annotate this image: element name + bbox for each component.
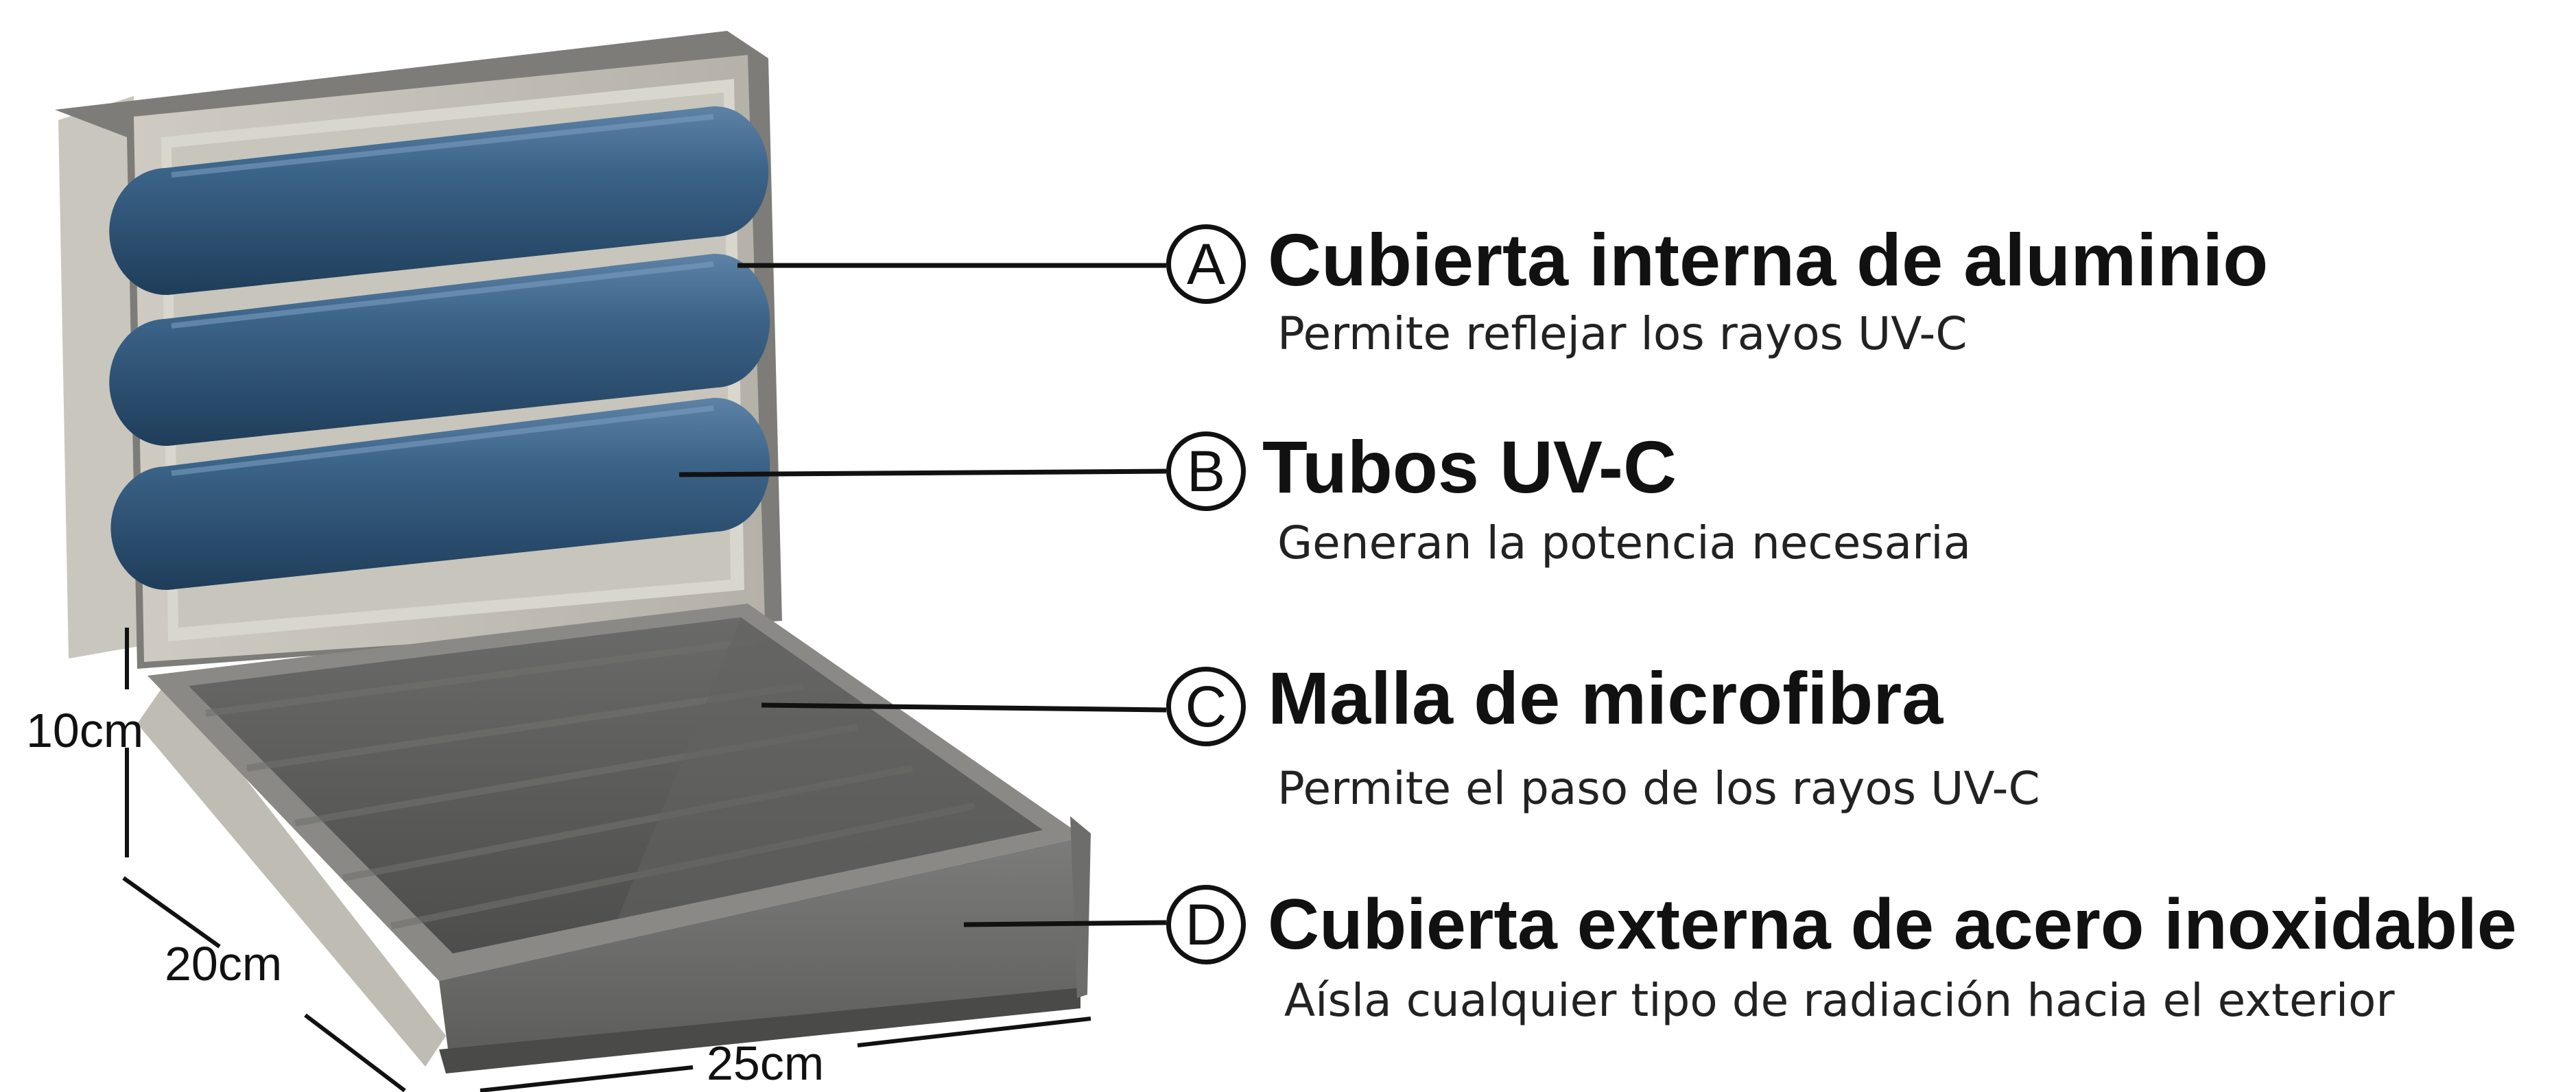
- leader-line-b: [678, 468, 1167, 477]
- dimension-width: 25cm: [707, 1036, 825, 1090]
- base: [137, 604, 1091, 1073]
- dim-line-depth-bottom: [304, 1013, 406, 1092]
- badge-d: D: [1166, 885, 1246, 964]
- dimension-lines: [122, 628, 1091, 1092]
- uv-tube-bottom: [110, 397, 770, 591]
- badge-a: A: [1166, 224, 1246, 304]
- uv-tube-top: [109, 106, 769, 296]
- leader-line-c: [761, 702, 1167, 713]
- badge-b: B: [1166, 431, 1246, 511]
- dim-line-width-left: [480, 1065, 694, 1092]
- dimension-height: 10cm: [26, 704, 144, 757]
- component-d-description: Aísla cualquier tipo de radiación hacia …: [1284, 974, 2395, 1027]
- mesh-pyramid-face: [617, 617, 1043, 919]
- uv-tubes: [109, 106, 770, 591]
- component-c-description: Permite el paso de los rayos UV-C: [1277, 762, 2040, 815]
- badge-c: C: [1166, 667, 1246, 746]
- stainless-bottom-edge: [439, 988, 1080, 1073]
- component-b-title: Tubos UV-C: [1262, 425, 1677, 508]
- base-right-corner: [1070, 816, 1091, 998]
- dimension-depth: 20cm: [165, 937, 283, 990]
- component-d-title: Cubierta externa de acero inoxidable: [1268, 885, 2517, 964]
- mesh-ridge-1: [205, 638, 755, 717]
- dim-line-depth-top: [122, 876, 221, 949]
- uv-tube-middle: [109, 253, 770, 447]
- component-a-description: Permite reflejar los rayos UV-C: [1277, 307, 1968, 360]
- component-b-description: Generan la potencia necesaria: [1277, 517, 1972, 569]
- component-c-title: Malla de microfibra: [1268, 656, 1943, 739]
- component-a-title: Cubierta interna de aluminio: [1268, 218, 2269, 301]
- leader-lines: [678, 263, 1167, 927]
- dim-line-width-right: [857, 1017, 1091, 1047]
- leader-line-d: [963, 920, 1167, 927]
- base-left-wall: [137, 679, 446, 1067]
